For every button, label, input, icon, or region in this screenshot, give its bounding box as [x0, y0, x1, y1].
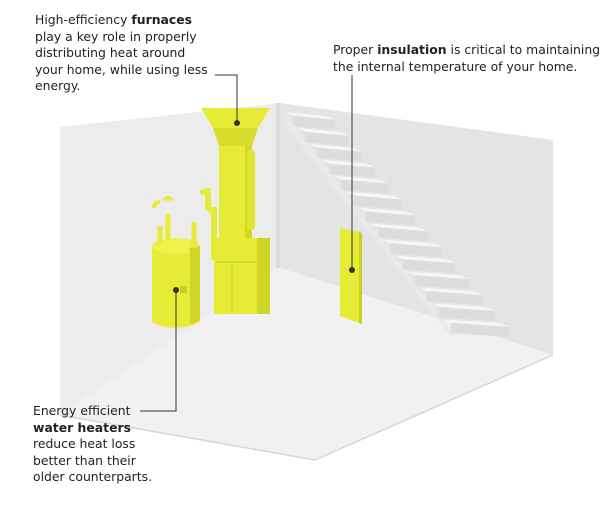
callout-water-heaters: Energy efficient water heaters reduce he… — [33, 403, 163, 486]
water-heaters-line1: Energy efficient — [33, 403, 131, 418]
stair-riser — [341, 179, 389, 194]
furnaces-line4: your home, while using less — [35, 61, 208, 77]
stair-tread — [418, 287, 482, 296]
water-heaters-line5: older counterparts. — [33, 469, 153, 484]
insulation-leader-dot — [349, 267, 355, 273]
stair-tread — [345, 191, 402, 200]
stair-tread — [370, 223, 429, 232]
furnaces-line1-pre: High-efficiency — [35, 12, 132, 27]
furnace-leader-line — [215, 74, 238, 122]
stair-riser — [293, 115, 336, 130]
stair-tread — [285, 112, 336, 120]
furnaces-line2: play a key role in properly — [35, 28, 197, 44]
stair-tread — [382, 239, 442, 248]
stair-tread — [297, 127, 349, 136]
stair-riser — [426, 291, 482, 306]
furnaces-line5: energy. — [35, 78, 81, 93]
floor — [60, 268, 553, 460]
stair-riser — [414, 275, 469, 290]
furnace — [200, 108, 270, 314]
stair-riser — [390, 243, 442, 258]
stair-riser — [353, 195, 402, 210]
water-heaters-keyword: water heaters — [33, 419, 131, 435]
stair-stringer — [283, 112, 455, 337]
stair-riser — [366, 211, 416, 226]
stair-riser — [451, 323, 509, 337]
stair-riser — [438, 307, 496, 322]
furnaces-line3: distributing heat around — [35, 45, 186, 60]
staircase — [283, 112, 509, 337]
water-heater-leader-dot — [173, 287, 179, 293]
floor-edge — [59, 354, 554, 461]
stair-riser — [402, 259, 456, 274]
stair-tread — [333, 175, 389, 184]
insulation-line1-pre: Proper — [333, 42, 378, 57]
stair-tread — [357, 207, 416, 216]
water-heaters-line3: reduce heat loss — [33, 436, 136, 451]
callout-insulation: Proper insulation is critical to maintai… — [333, 42, 603, 75]
callout-furnaces: High-efficiency furnaces play a key role… — [35, 12, 225, 95]
insulation-line2: the internal temperature of your home. — [333, 58, 578, 74]
stair-tread — [442, 319, 509, 327]
leader-lines — [140, 74, 355, 412]
insulation-panel-edge — [359, 232, 362, 324]
stair-tread — [406, 271, 469, 280]
insulation-panel — [340, 228, 359, 323]
water-heater-leader-line — [140, 290, 177, 412]
stair-tread — [321, 159, 376, 168]
stair-riser — [317, 147, 362, 162]
water-heaters-line4: better than their — [33, 452, 136, 468]
stair-tread — [394, 255, 456, 264]
furnace-leader-dot — [234, 120, 240, 126]
insulation-line1-post: is critical to maintaining — [446, 42, 601, 57]
stair-tread — [309, 143, 362, 152]
stair-riser — [378, 227, 429, 242]
stair-riser — [305, 131, 349, 146]
furnaces-keyword: furnaces — [131, 12, 193, 27]
insulation-keyword: insulation — [377, 42, 447, 57]
stair-tread — [430, 303, 496, 312]
